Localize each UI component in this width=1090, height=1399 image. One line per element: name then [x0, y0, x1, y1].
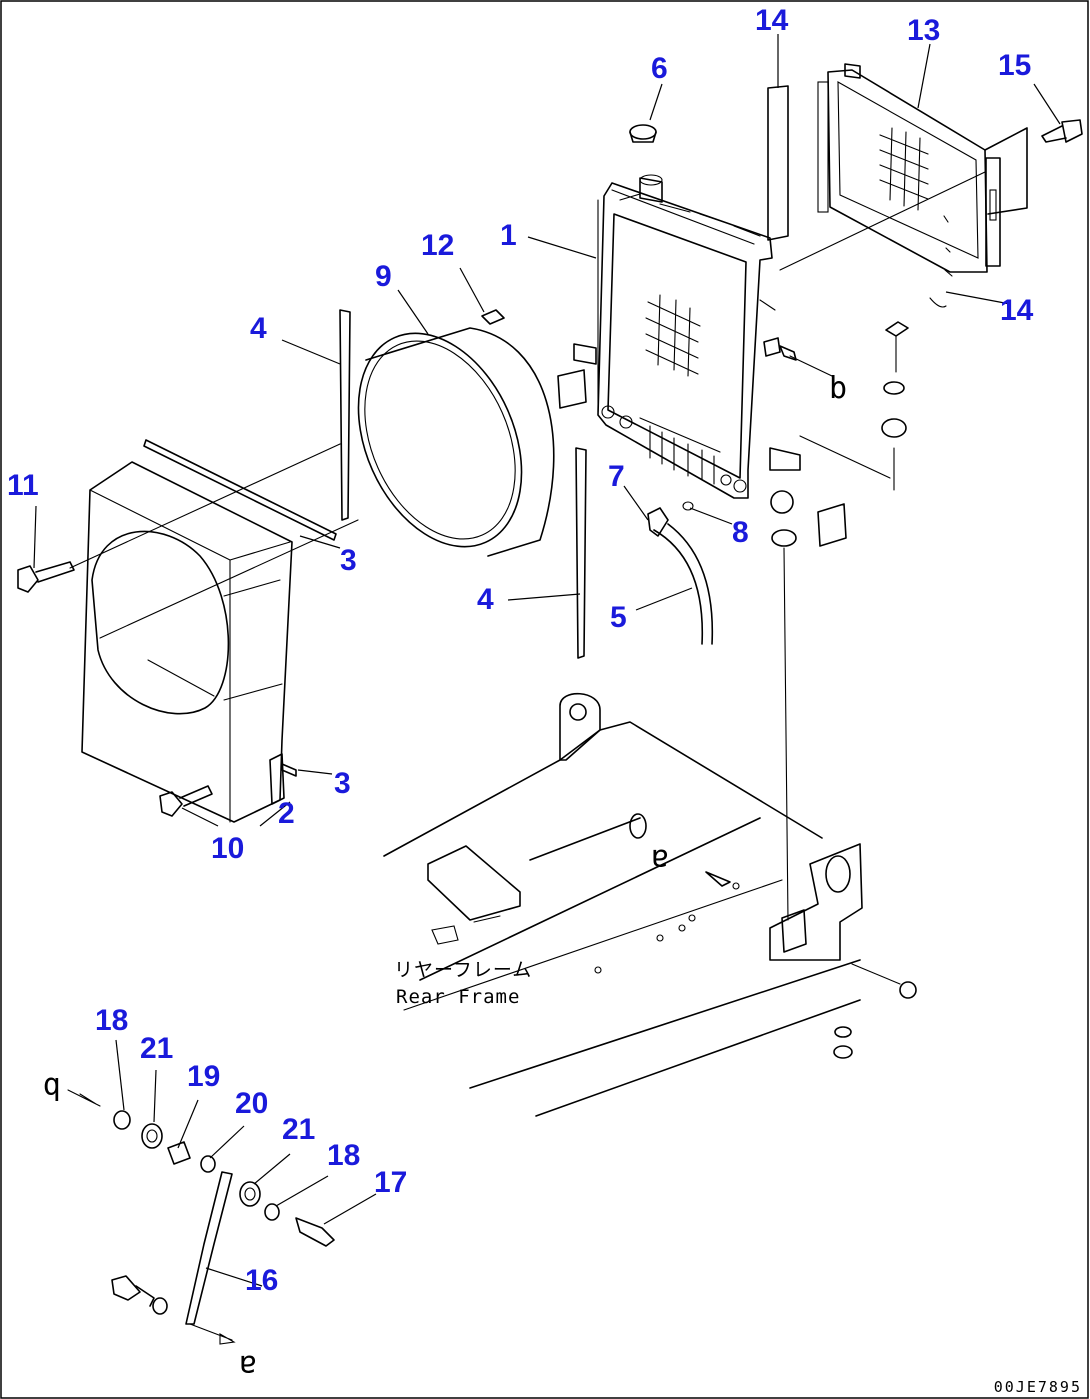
callout-18-right: 18 — [327, 1139, 360, 1172]
plate-4-right — [575, 447, 587, 659]
radiator — [557, 174, 801, 499]
connection-letters: a a b b — [43, 371, 847, 1383]
callout-20: 20 — [235, 1087, 268, 1120]
seal-3-top — [143, 439, 337, 541]
link-assembly — [67, 1089, 335, 1345]
drawing-code: 00JE7895 — [994, 1378, 1082, 1396]
right-hardware — [763, 321, 909, 547]
fan-shroud — [81, 461, 293, 823]
plate-4-left — [339, 309, 351, 521]
callout-3-top: 3 — [340, 544, 357, 577]
callout-numbers: 1 2 3 3 4 4 5 6 7 8 9 10 11 12 13 14 14 … — [7, 4, 1034, 1297]
hose-5 — [653, 523, 714, 645]
callout-21-right: 21 — [282, 1113, 315, 1146]
bolt-10 — [159, 785, 213, 817]
seal-3-bottom — [281, 763, 297, 777]
callout-16: 16 — [245, 1264, 278, 1297]
frame-label-jp: リヤーフレーム — [394, 959, 532, 981]
callout-15: 15 — [998, 49, 1031, 82]
bolt-15 — [1041, 119, 1083, 143]
fan-ring — [357, 327, 555, 557]
letter-b-link: b — [43, 1070, 61, 1105]
seal-strip-bottom — [929, 297, 947, 308]
letter-b-radiator: b — [829, 371, 847, 406]
callout-9: 9 — [375, 260, 392, 293]
callout-4-left: 4 — [250, 312, 267, 345]
bolt-11 — [17, 561, 75, 593]
nut-8 — [682, 501, 694, 511]
callout-5: 5 — [610, 601, 627, 634]
seal-marks — [943, 215, 953, 277]
letter-a-frame: a — [651, 842, 669, 877]
callout-12: 12 — [421, 229, 454, 262]
clamp-7 — [647, 507, 669, 537]
callout-11: 11 — [7, 469, 39, 502]
callout-18-left: 18 — [95, 1004, 128, 1037]
callout-17: 17 — [374, 1166, 407, 1199]
centerlines — [69, 171, 986, 985]
frame-label-en: Rear Frame — [396, 986, 520, 1008]
callout-7: 7 — [608, 460, 625, 493]
callout-3-bottom: 3 — [334, 767, 351, 800]
callout-19: 19 — [187, 1060, 220, 1093]
callout-2: 2 — [278, 797, 295, 830]
rear-frame — [383, 692, 917, 1117]
callout-13: 13 — [907, 14, 940, 47]
bolt-12 — [481, 309, 505, 325]
callout-4-right: 4 — [477, 583, 494, 616]
seal-strip-top — [767, 85, 789, 241]
callout-10: 10 — [211, 832, 244, 865]
callout-14-bottom: 14 — [1000, 294, 1034, 327]
radiator-cap — [629, 124, 657, 143]
callout-8: 8 — [732, 516, 749, 549]
callout-6: 6 — [651, 52, 668, 85]
leader-lines — [33, 34, 1061, 1287]
screen — [817, 63, 1028, 273]
callout-14-top: 14 — [755, 4, 789, 37]
letter-a-link: a — [239, 1348, 257, 1383]
callout-1: 1 — [500, 219, 517, 252]
callout-21-left: 21 — [140, 1032, 173, 1065]
